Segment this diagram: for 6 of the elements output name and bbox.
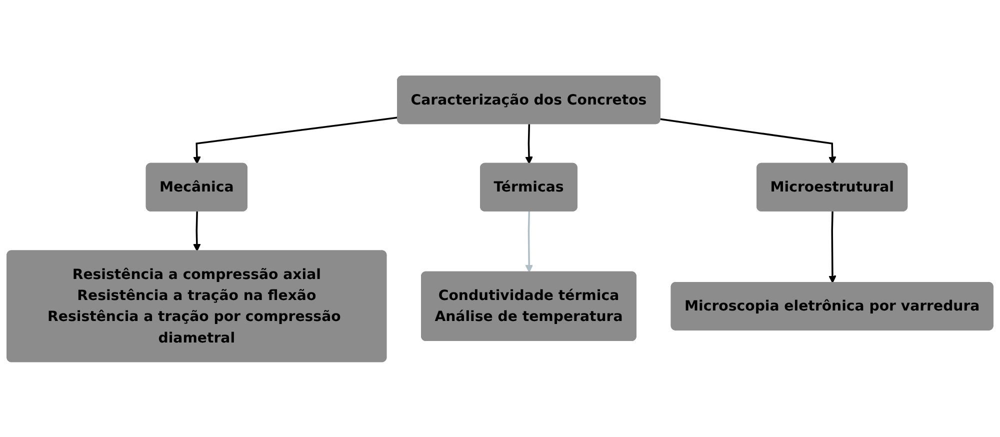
arrow (828, 210, 836, 283)
arrow (660, 118, 836, 164)
arrow (193, 116, 398, 164)
arrow (525, 210, 533, 272)
arrow (525, 124, 533, 164)
arrow (193, 210, 201, 252)
